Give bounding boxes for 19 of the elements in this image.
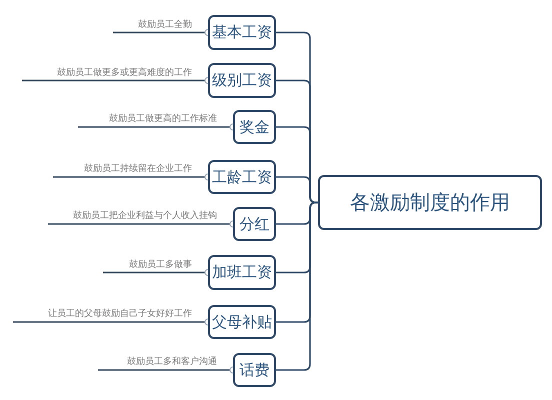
tree-connector (276, 202, 318, 371)
tree-connector (276, 176, 318, 204)
description-text: 鼓励员工持续留在企业工作 (53, 162, 208, 177)
description-text: 鼓励员工多做事 (103, 258, 208, 272)
branch-box: 加班工资 (208, 255, 276, 290)
branch-box: 父母补贴 (208, 305, 276, 339)
branch-box: 基本工资 (208, 15, 276, 50)
branch-box: 工龄工资 (208, 160, 276, 194)
description-text: 鼓励员工全勤 (113, 18, 208, 32)
root-box: 各激励制度的作用 (318, 175, 542, 230)
description-text: 鼓励员工把企业利益与个人收入挂钩 (48, 209, 233, 224)
branch-box: 分红 (233, 207, 276, 241)
description-text: 让员工的父母鼓励自己子女好好工作 (13, 307, 208, 322)
description-text: 鼓励员工多和客户沟通 (98, 355, 233, 370)
branch-box: 级别工资 (208, 63, 276, 98)
branch-box: 话费 (233, 353, 276, 387)
branch-box: 奖金 (233, 110, 276, 144)
description-text: 鼓励员工做更高的工作标准 (78, 112, 233, 127)
description-text: 鼓励员工做更多或更高难度的工作 (22, 66, 208, 80)
